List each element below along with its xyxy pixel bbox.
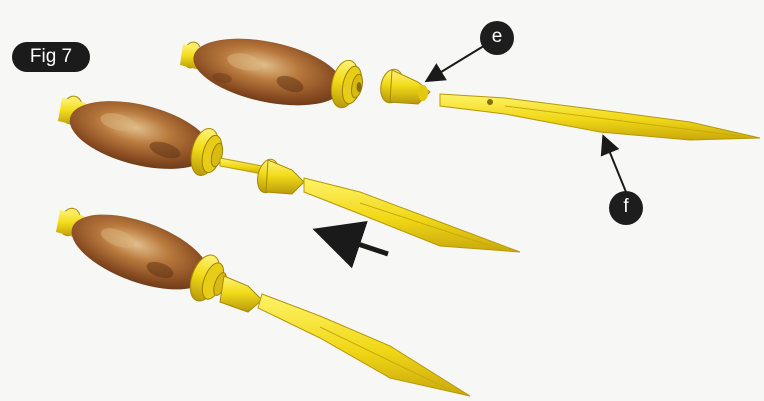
blade-bottom [258,294,470,396]
callout-e-leader [428,44,487,80]
bolster-bottom [220,276,262,312]
blade-middle [304,178,520,252]
callout-f: f [609,191,643,225]
callout-f-leader [604,138,626,192]
figure-label: Fig 7 [12,42,90,72]
handle-top [187,27,348,117]
tang-middle [220,158,262,174]
bolster-middle [254,157,304,195]
callout-e: e [480,21,514,55]
assembly-direction-arrow [322,232,388,254]
ferrule-top [327,58,364,110]
blade-f [440,94,760,140]
assembly-top [180,27,760,140]
bolster-e [378,67,430,105]
